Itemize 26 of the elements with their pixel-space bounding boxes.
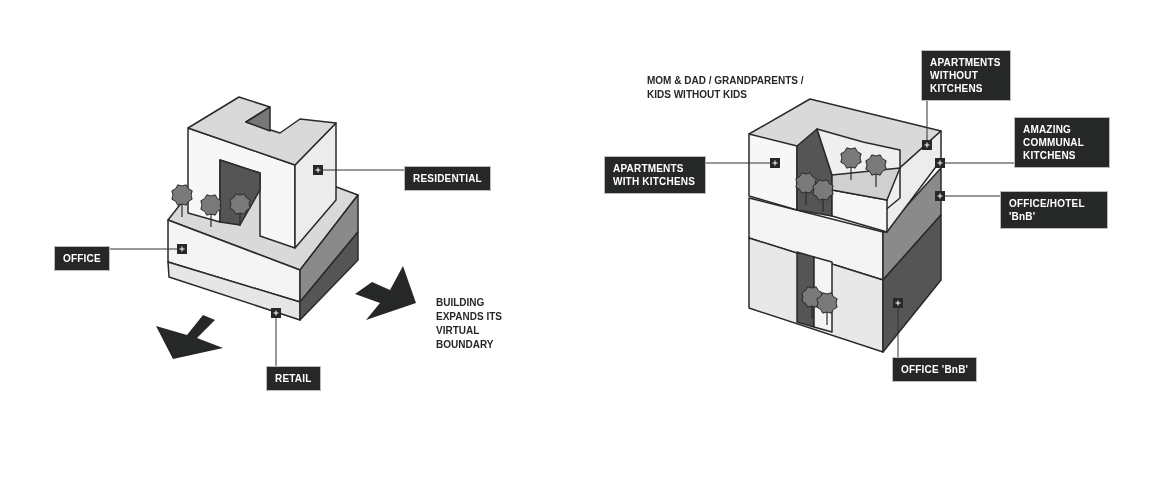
plus-marker-icon (922, 140, 932, 150)
note-text: MOM & DAD / GRANDPARENTS / KIDS WITHOUT KIDS (647, 74, 805, 102)
leader-line (926, 100, 928, 141)
plus-marker-icon (935, 191, 945, 201)
callout-label: APARTMENTS WITHOUT KITCHENS (921, 50, 1011, 101)
callout-label: OFFICE (54, 246, 110, 271)
leader-line (322, 169, 405, 171)
plus-marker-icon (893, 298, 903, 308)
callout-label: RETAIL (266, 366, 321, 391)
callout-label: AMAZING COMMUNAL KITCHENS (1014, 117, 1110, 168)
callout-label: APARTMENTS WITH KITCHENS (604, 156, 706, 194)
plus-marker-icon (177, 244, 187, 254)
plus-marker-icon (935, 158, 945, 168)
leader-line (275, 317, 277, 367)
callout-label: OFFICE 'BnB' (892, 357, 978, 382)
plus-marker-icon (313, 165, 323, 175)
leader-line (109, 248, 178, 250)
callout-label: RESIDENTIAL (404, 166, 491, 191)
callout-label: OFFICE/HOTEL 'BnB' (1000, 191, 1108, 229)
leader-line (944, 195, 1001, 197)
plus-marker-icon (271, 308, 281, 318)
leader-line (897, 307, 899, 358)
leader-line (705, 162, 771, 164)
note-text: BUILDING EXPANDS ITS VIRTUAL BOUNDARY (436, 296, 503, 352)
plus-marker-icon (770, 158, 780, 168)
leader-line (944, 162, 1015, 164)
